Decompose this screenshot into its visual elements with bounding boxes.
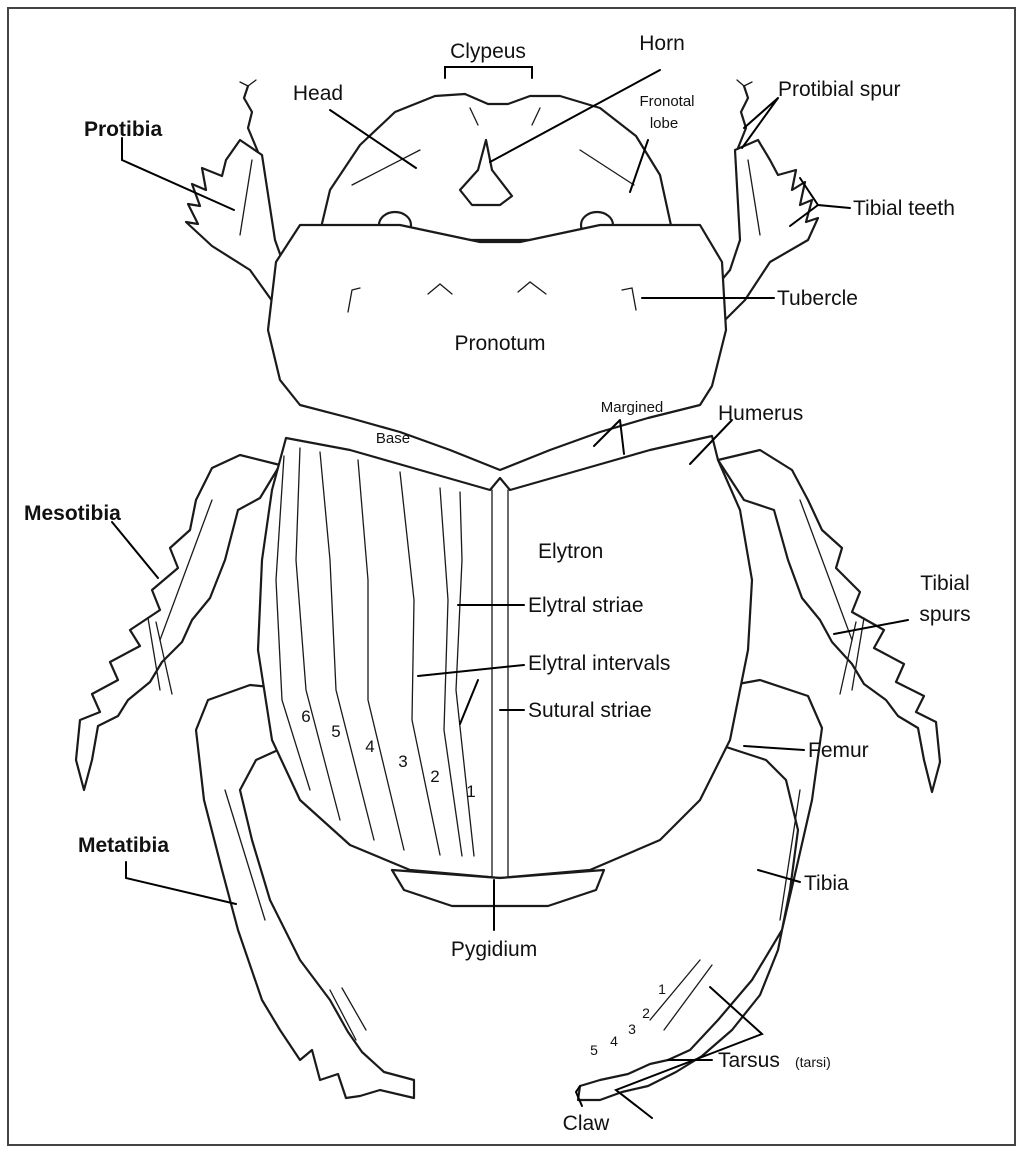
label-pygidium: Pygidium bbox=[451, 938, 537, 961]
tarsal-number: 4 bbox=[610, 1033, 618, 1049]
label-metatibia: Metatibia bbox=[78, 834, 169, 857]
interval-number: 3 bbox=[398, 752, 407, 771]
interval-number: 2 bbox=[430, 767, 439, 786]
label-tibial-teeth: Tibial teeth bbox=[853, 197, 955, 220]
label-sutural-striae: Sutural striae bbox=[528, 699, 652, 722]
label-femur: Femur bbox=[808, 739, 869, 762]
interval-number: 6 bbox=[301, 707, 310, 726]
label-margined: Margined bbox=[601, 399, 664, 416]
label-pronotum: Pronotum bbox=[454, 332, 545, 355]
label-tibia: Tibia bbox=[804, 872, 849, 895]
interval-number: 1 bbox=[466, 782, 475, 801]
left-midleg bbox=[74, 453, 282, 792]
label-tarsi: (tarsi) bbox=[795, 1054, 831, 1070]
labels: Clypeus Horn Head Fronotal lobe Protibia… bbox=[24, 32, 971, 1135]
label-base: Base bbox=[376, 430, 410, 447]
left-hindleg bbox=[194, 683, 416, 1100]
label-fronotal-lobe-line1: Fronotal bbox=[639, 93, 694, 110]
elytra bbox=[256, 434, 754, 908]
label-head: Head bbox=[293, 82, 343, 105]
label-tubercle: Tubercle bbox=[777, 287, 858, 310]
tarsal-number: 2 bbox=[642, 1005, 650, 1021]
label-fronotal-lobe-line2: lobe bbox=[650, 115, 678, 132]
label-protibial-spur: Protibial spur bbox=[778, 78, 901, 101]
label-elytron: Elytron bbox=[538, 540, 603, 563]
label-mesotibia: Mesotibia bbox=[24, 502, 121, 525]
label-clypeus: Clypeus bbox=[450, 40, 526, 63]
label-elytral-intervals: Elytral intervals bbox=[528, 652, 670, 675]
interval-number: 5 bbox=[331, 722, 340, 741]
label-protibia: Protibia bbox=[84, 118, 162, 141]
label-horn: Horn bbox=[639, 32, 685, 55]
label-elytral-striae: Elytral striae bbox=[528, 594, 644, 617]
label-tibial-spurs-line1: Tibial bbox=[920, 572, 969, 595]
label-humerus: Humerus bbox=[718, 402, 803, 425]
label-claw: Claw bbox=[563, 1112, 611, 1135]
leader-lines bbox=[111, 66, 909, 1119]
tarsal-number: 1 bbox=[658, 981, 666, 997]
interval-number: 4 bbox=[365, 737, 374, 756]
label-tarsus: Tarsus bbox=[718, 1049, 780, 1072]
tarsal-number: 3 bbox=[628, 1021, 636, 1037]
tarsal-number: 5 bbox=[590, 1042, 598, 1058]
label-tibial-spurs-line2: spurs bbox=[919, 603, 970, 626]
pronotum bbox=[266, 223, 728, 472]
right-midleg bbox=[716, 448, 942, 794]
